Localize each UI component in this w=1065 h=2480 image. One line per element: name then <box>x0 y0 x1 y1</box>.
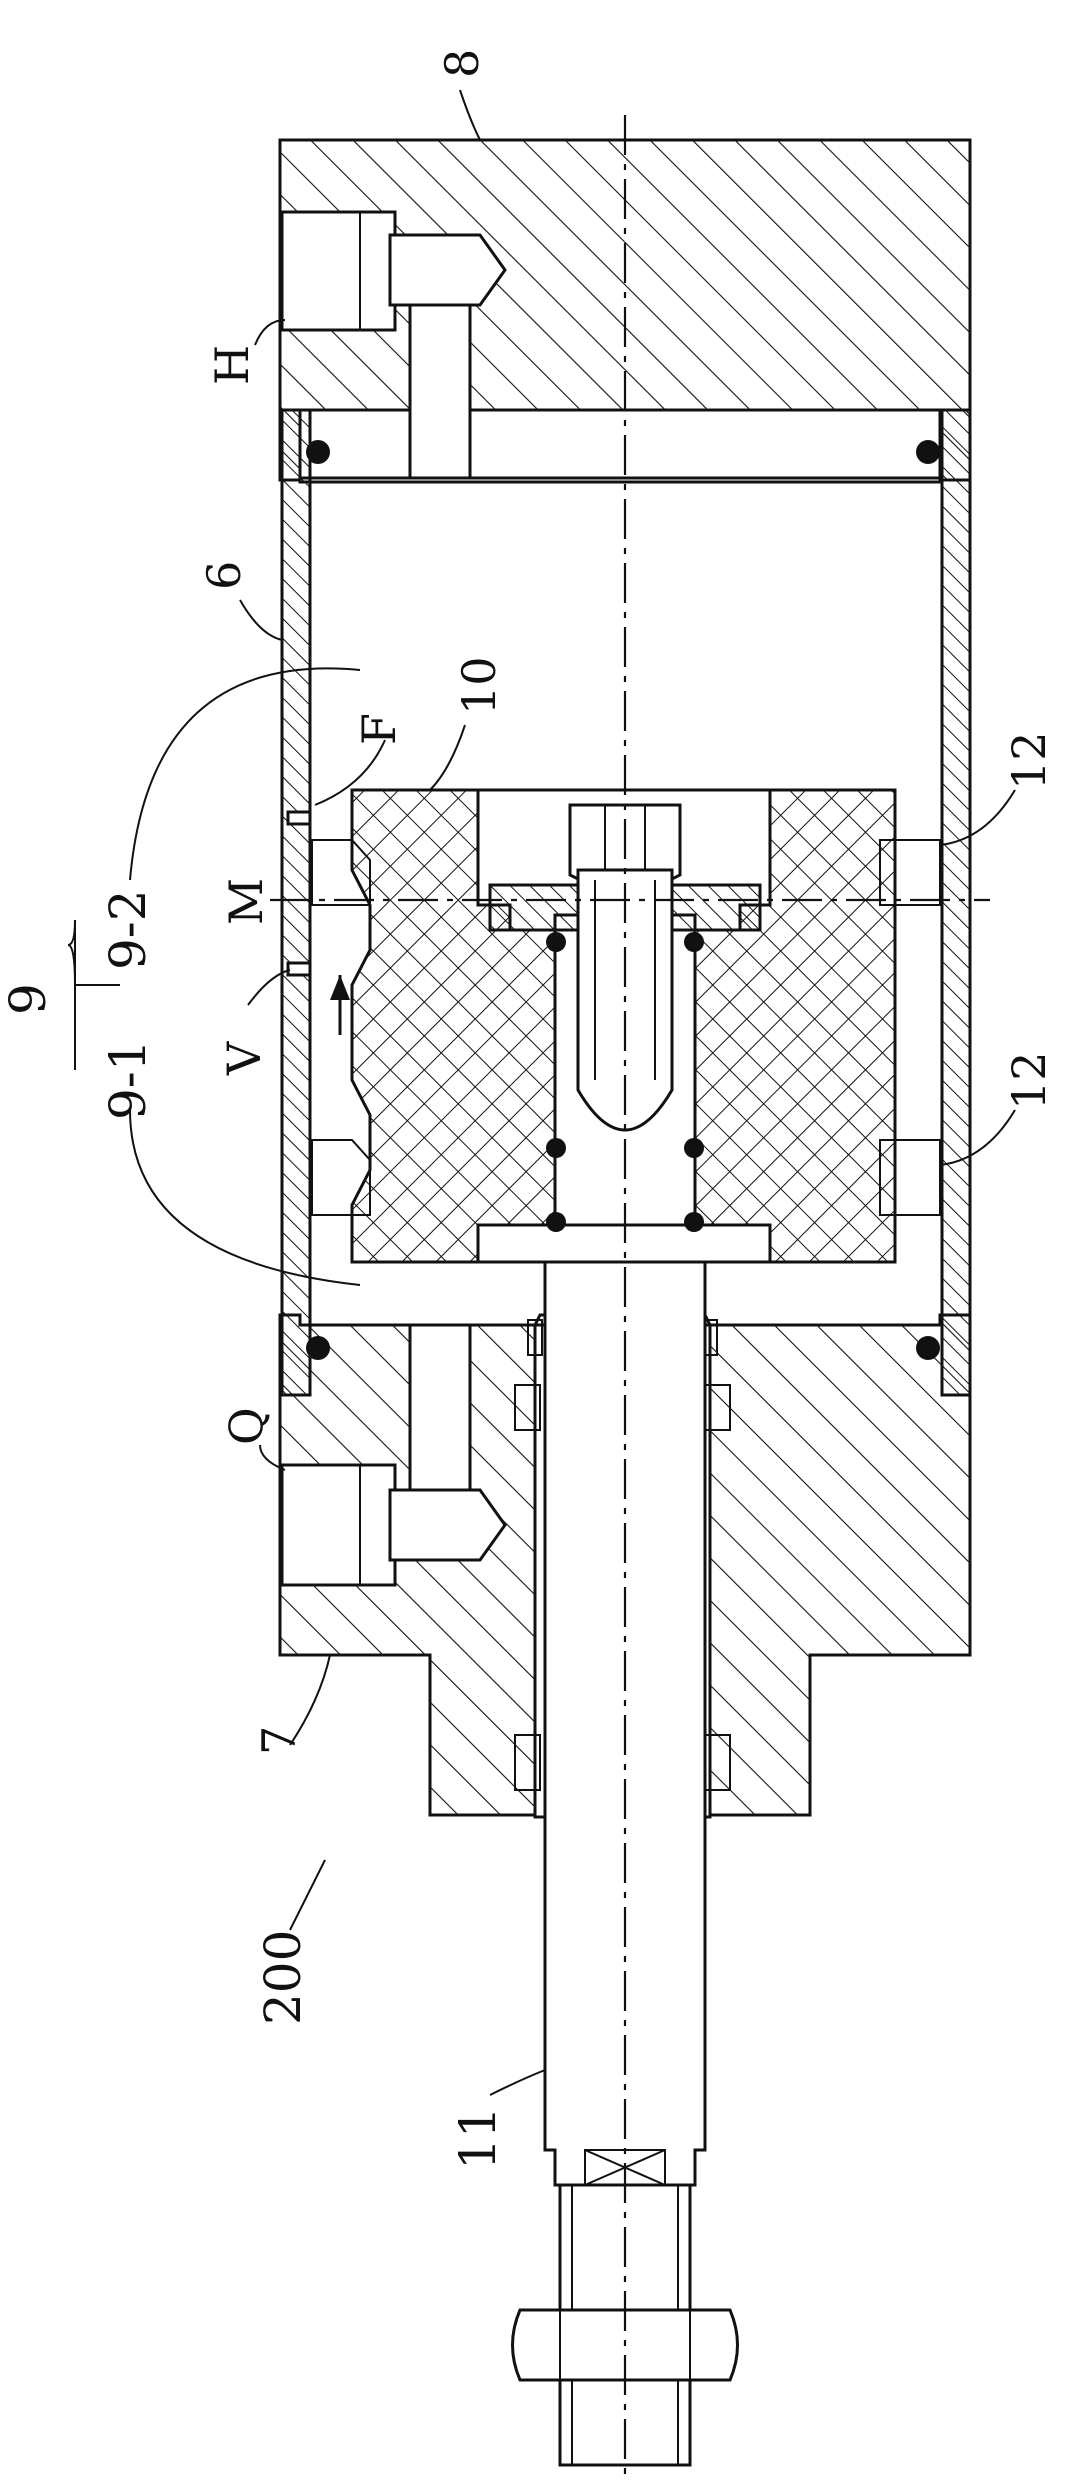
flow-stub <box>286 810 312 826</box>
rod-oring-4 <box>684 1138 704 1158</box>
rod-oring-3 <box>546 1138 566 1158</box>
label-piston: 10 <box>452 656 506 715</box>
label-seal-top: 12 <box>1002 731 1056 790</box>
o-ring-rear-bottom <box>916 440 940 464</box>
barrel-wall-bottom <box>940 408 972 1397</box>
piston-seals <box>311 839 941 1216</box>
leader-lines <box>67 89 1016 2096</box>
label-valve: V <box>217 1041 271 1076</box>
label-seal-bottom: 12 <box>1002 1051 1056 1110</box>
label-port-h: H <box>205 345 259 385</box>
rod-oring-6 <box>684 1212 704 1232</box>
label-barrel: 6 <box>197 561 251 590</box>
label-flow: F <box>352 713 406 745</box>
rod-oring-2 <box>684 932 704 952</box>
label-piston-group: 9 <box>0 983 57 1015</box>
label-section-m: M <box>219 878 273 925</box>
label-part-9-2: 9-2 <box>99 889 157 970</box>
label-cap-front: 7 <box>252 1726 306 1755</box>
label-rod: 11 <box>449 2106 507 2170</box>
o-ring-front-bottom <box>916 1336 940 1360</box>
flow-arrow <box>330 975 350 1035</box>
label-part-9-1: 9-1 <box>99 1039 157 1120</box>
valve-stub <box>286 961 312 977</box>
rod-oring-5 <box>546 1212 566 1232</box>
label-reference-number: 200 <box>254 1930 312 2025</box>
barrel-wall-top <box>280 408 312 1397</box>
o-ring-front-top <box>306 1336 330 1360</box>
label-cap-rear: 8 <box>435 49 489 78</box>
rod-oring-1 <box>546 932 566 952</box>
o-ring-rear-top <box>306 440 330 464</box>
label-port-q: Q <box>219 1407 273 1445</box>
